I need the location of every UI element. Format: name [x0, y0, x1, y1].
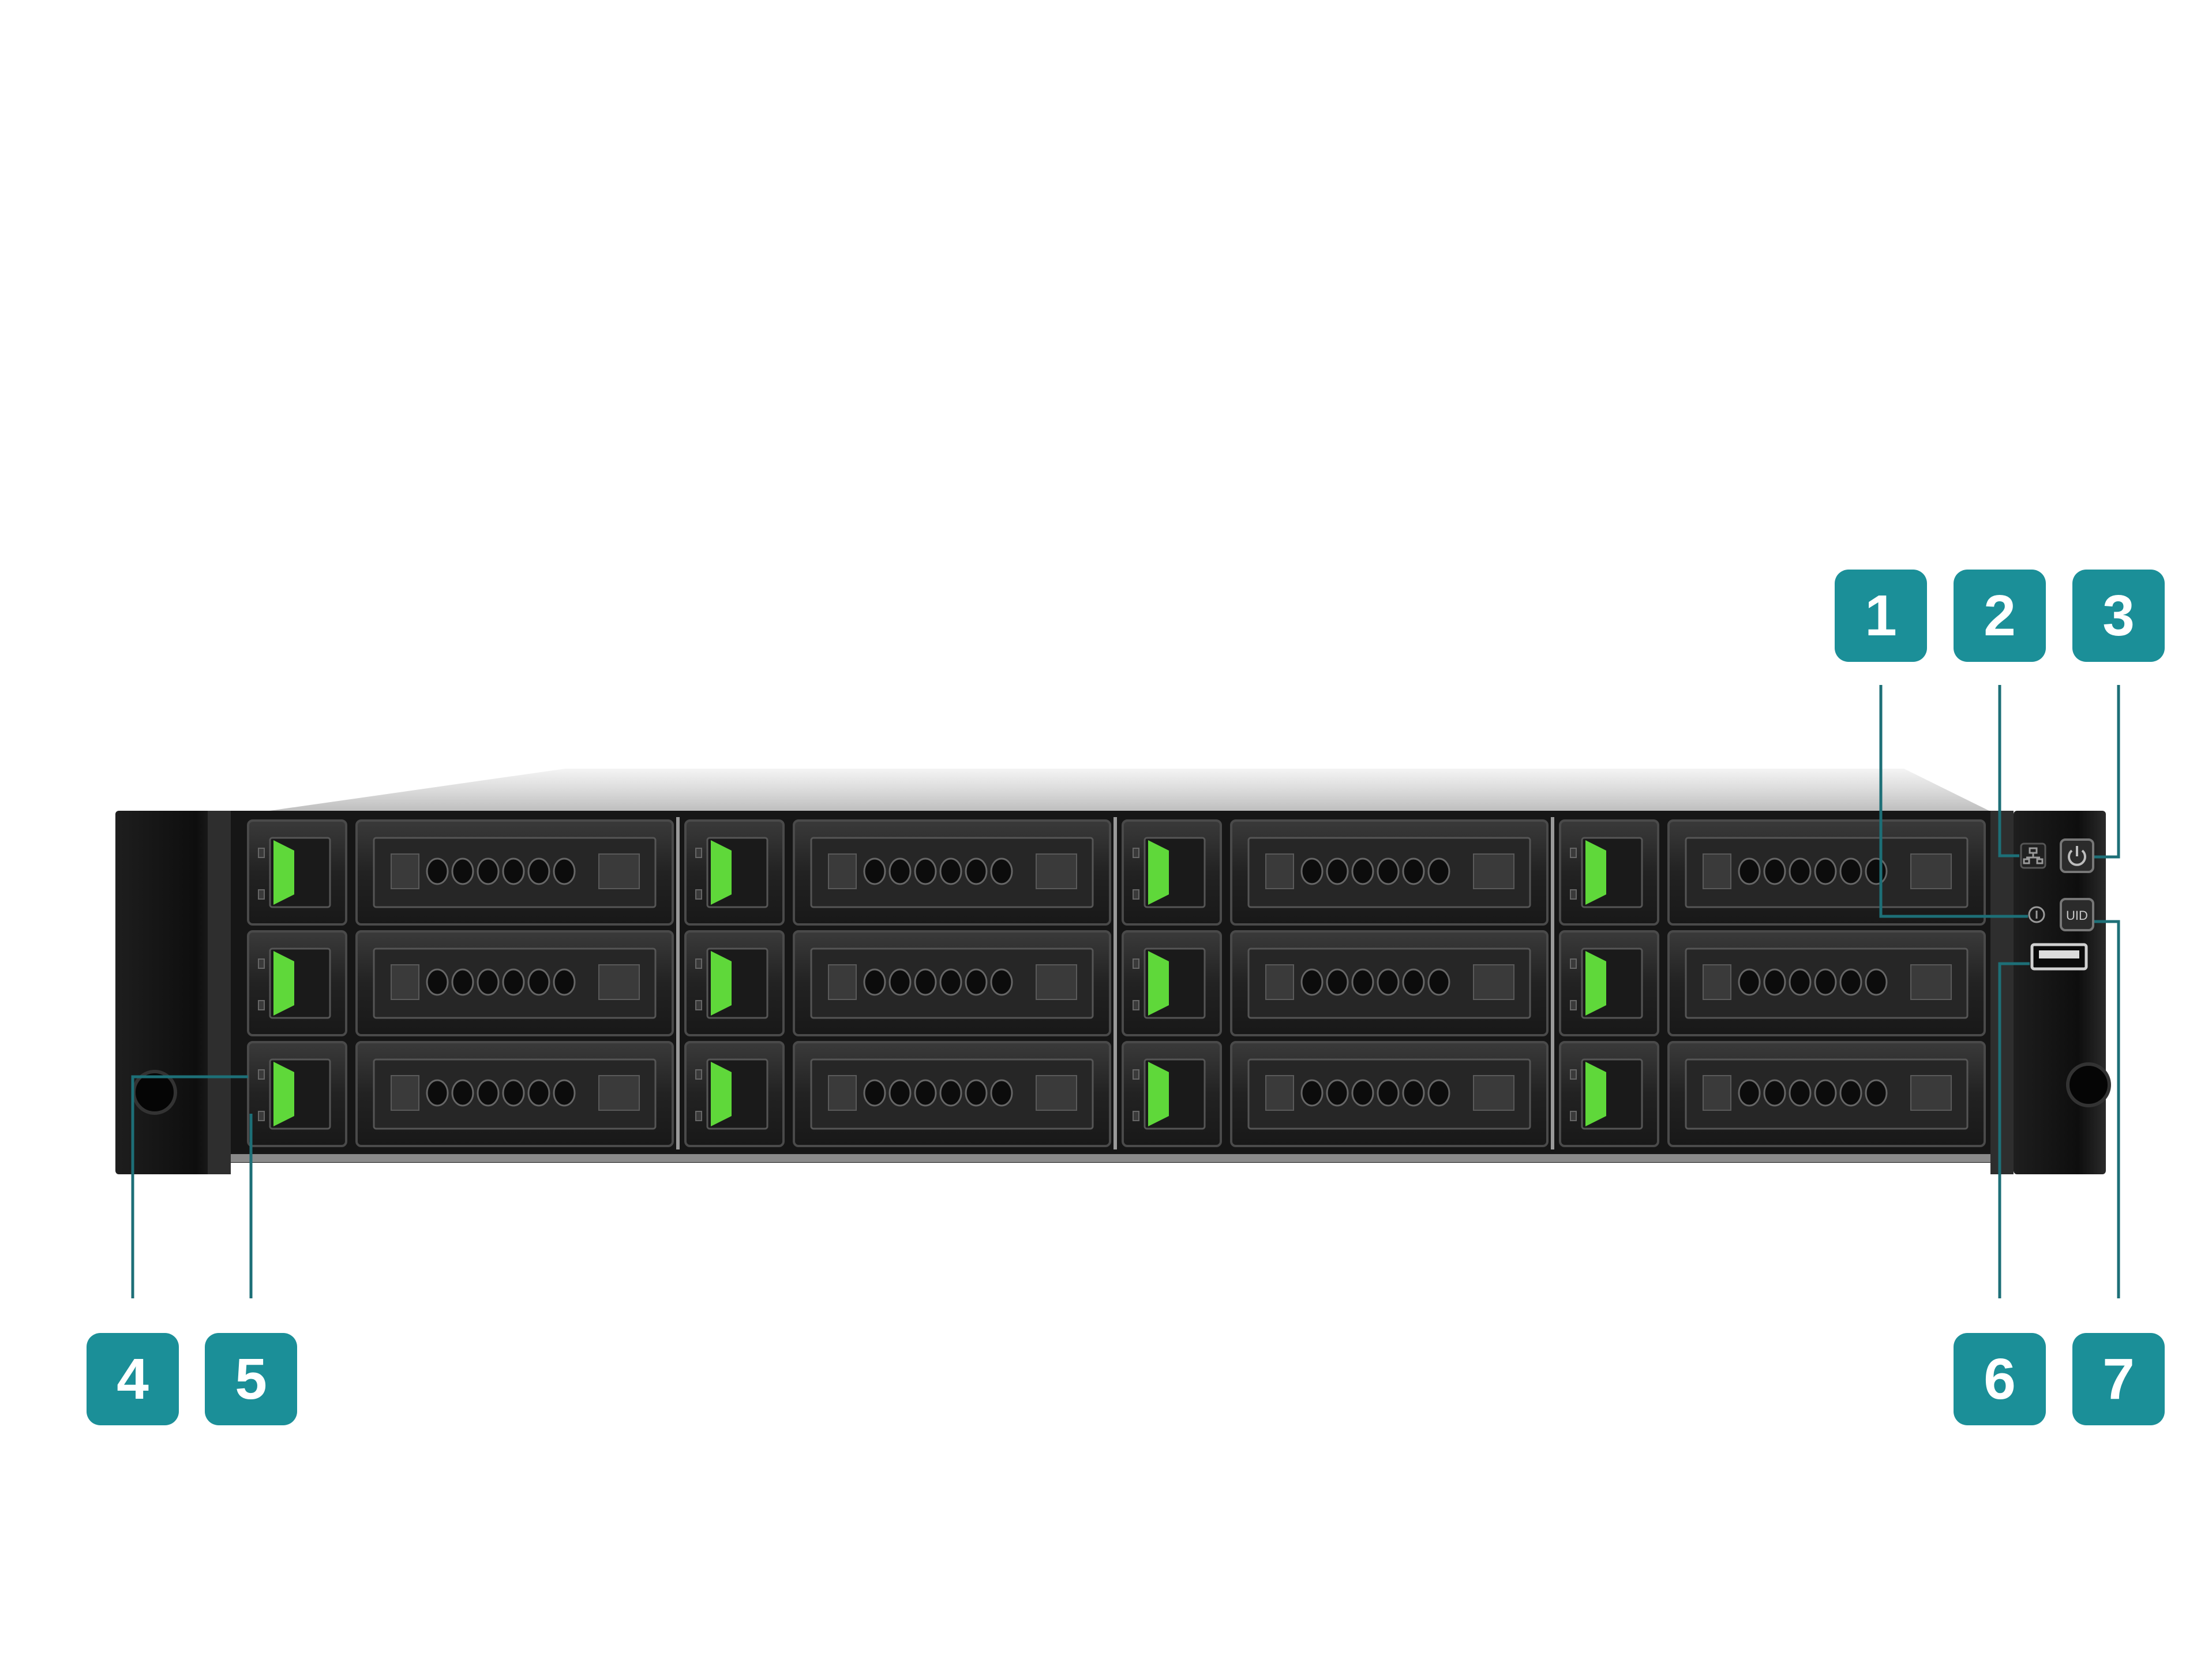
drive-led: [273, 951, 294, 1016]
drive-bay[interactable]: [247, 930, 674, 1036]
leader-line-2: [1998, 685, 2019, 857]
drive-led: [711, 840, 732, 905]
lan-led: [2020, 842, 2046, 869]
callout-badge-7: 7: [2072, 1333, 2165, 1425]
callout-badge-3: 3: [2072, 570, 2165, 662]
network-icon: [2023, 847, 2044, 864]
leader-line-1: [1879, 685, 2028, 918]
drive-led: [711, 951, 732, 1016]
uid-label: UID: [2066, 908, 2088, 923]
uid-button[interactable]: UID: [2060, 898, 2094, 931]
callout-number: 5: [235, 1347, 267, 1411]
callout-badge-2: 2: [1954, 570, 2046, 662]
right-thumbscrew[interactable]: [2066, 1062, 2111, 1107]
callout-number: 6: [1984, 1347, 2016, 1411]
left-rack-ear: [115, 811, 231, 1174]
drive-bay[interactable]: [684, 1041, 1111, 1147]
callout-number: 1: [1865, 583, 1897, 648]
power-button[interactable]: [2060, 838, 2094, 873]
drive-led: [1148, 951, 1169, 1016]
leader-line-4: [131, 1075, 248, 1298]
callout-number: 2: [1984, 583, 2016, 648]
usb-port[interactable]: [2030, 943, 2088, 971]
drive-bay[interactable]: [1122, 930, 1549, 1036]
group-divider: [1551, 817, 1554, 1149]
callout-badge-1: 1: [1835, 570, 1927, 662]
control-panel: UID: [2020, 838, 2094, 971]
drive-bay[interactable]: [1559, 930, 1986, 1036]
drive-bay[interactable]: [1559, 819, 1986, 926]
leader-line-7: [2094, 920, 2120, 1298]
chassis-bottom-trim: [231, 1154, 2008, 1162]
group-divider: [1114, 817, 1117, 1149]
chassis-top: [241, 769, 1997, 815]
leader-lines: [131, 685, 2120, 1298]
callout-badges: 1 2 3 4 5 6 7: [87, 570, 2165, 1425]
callout-badge-6: 6: [1954, 1333, 2046, 1425]
drive-led: [1585, 951, 1606, 1016]
leader-line-3: [2094, 685, 2120, 859]
group-divider: [676, 817, 680, 1149]
callout-number: 7: [2102, 1347, 2135, 1411]
callout-number: 3: [2102, 583, 2135, 648]
drive-led: [711, 1062, 732, 1126]
status-led: [2028, 906, 2045, 923]
info-circle-icon: [2028, 906, 2045, 923]
drive-led: [1585, 840, 1606, 905]
drive-bay[interactable]: [1559, 1041, 1986, 1147]
callout-number: 4: [117, 1347, 149, 1411]
drive-bay[interactable]: [247, 819, 674, 926]
callout-badge-4: 4: [87, 1333, 179, 1425]
leader-line-6: [1998, 962, 2030, 1298]
drive-led: [1148, 1062, 1169, 1126]
drive-led: [273, 1062, 294, 1126]
drive-bay[interactable]: [684, 930, 1111, 1036]
drive-led: [1585, 1062, 1606, 1126]
callout-badge-5: 5: [205, 1333, 297, 1425]
drive-led: [1148, 840, 1169, 905]
drive-bay[interactable]: [684, 819, 1111, 926]
drive-bay[interactable]: [1122, 1041, 1549, 1147]
drive-bay[interactable]: [247, 1041, 674, 1147]
drive-led: [273, 840, 294, 905]
power-icon: [2068, 846, 2086, 866]
drive-bay-grid: [247, 817, 1986, 1149]
drive-bay[interactable]: [1122, 819, 1549, 926]
